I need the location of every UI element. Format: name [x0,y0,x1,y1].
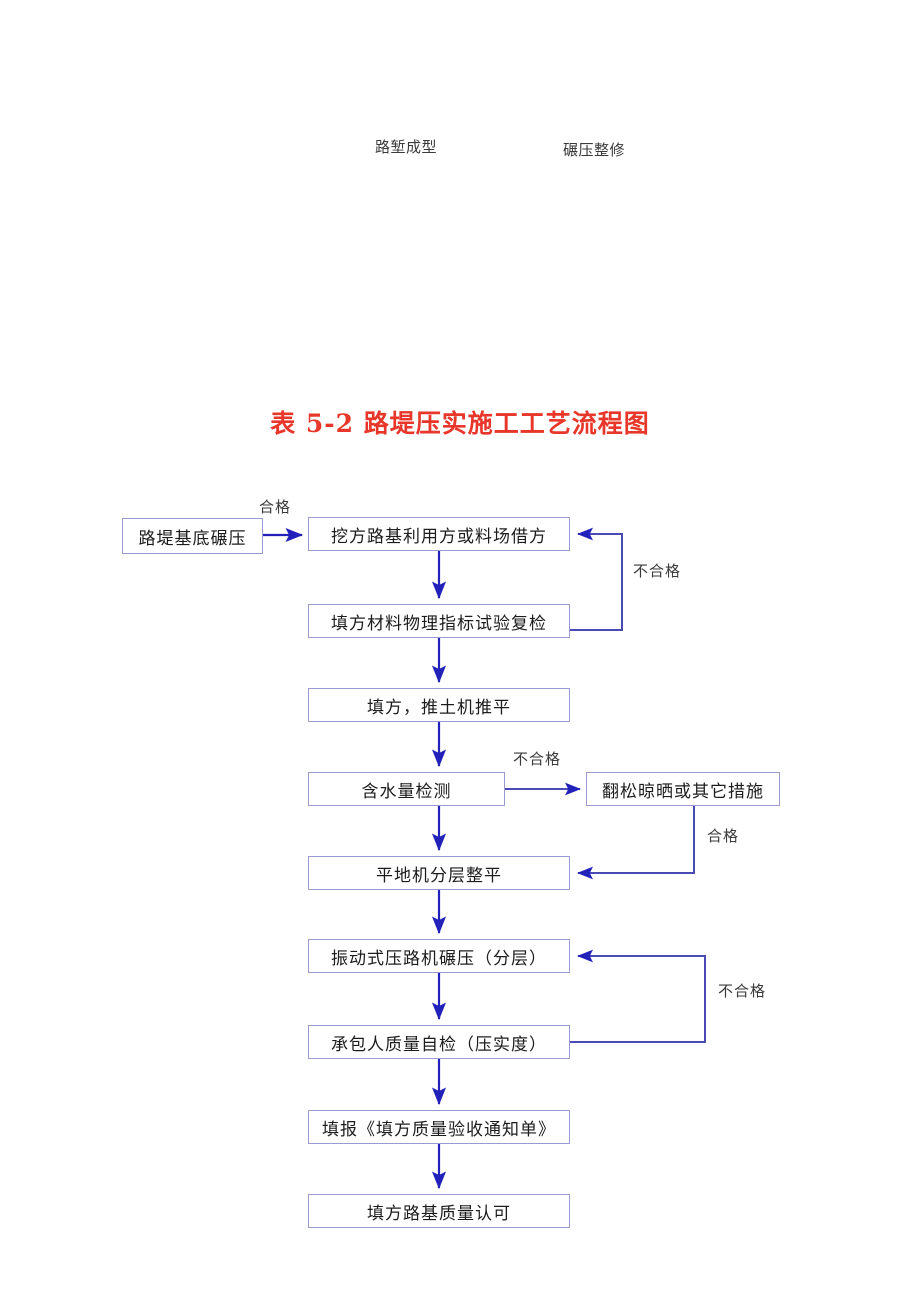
edge-label-fail-retest-to-borrow: 不合格 [633,562,682,580]
flow-node-moisture[interactable]: 含水量检测 [308,772,505,806]
edge-label-pass-base-to-borrow: 合格 [259,498,292,516]
flow-node-grader[interactable]: 平地机分层整平 [308,856,570,890]
flow-node-aerate[interactable]: 翻松晾晒或其它措施 [586,772,780,806]
stray-label-luqian-chengxing: 路堑成型 [375,138,438,156]
figure-title: 表 5-2 路堤压实施工工艺流程图 [0,404,920,440]
flow-node-fill[interactable]: 填方，推土机推平 [308,688,570,722]
flow-node-borrow[interactable]: 挖方路基利用方或料场借方 [308,517,570,551]
edge-label-pass-aerate-to-grader: 合格 [707,827,740,845]
edge-label-fail-moisture-to-aerate: 不合格 [513,750,562,768]
figure-title-text: 表 5-2 路堤压实施工工艺流程图 [270,409,650,438]
flow-node-notice[interactable]: 填报《填方质量验收通知单》 [308,1110,570,1144]
flow-node-roller[interactable]: 振动式压路机碾压（分层） [308,939,570,973]
flow-node-retest[interactable]: 填方材料物理指标试验复检 [308,604,570,638]
flow-node-approval[interactable]: 填方路基质量认可 [308,1194,570,1228]
edge-label-fail-selfcheck-to-roller: 不合格 [718,982,767,1000]
stray-label-nianya-zhengxiu: 碾压整修 [563,141,626,159]
flow-node-base[interactable]: 路堤基底碾压 [122,518,263,554]
flow-node-selfcheck[interactable]: 承包人质量自检（压实度） [308,1025,570,1059]
